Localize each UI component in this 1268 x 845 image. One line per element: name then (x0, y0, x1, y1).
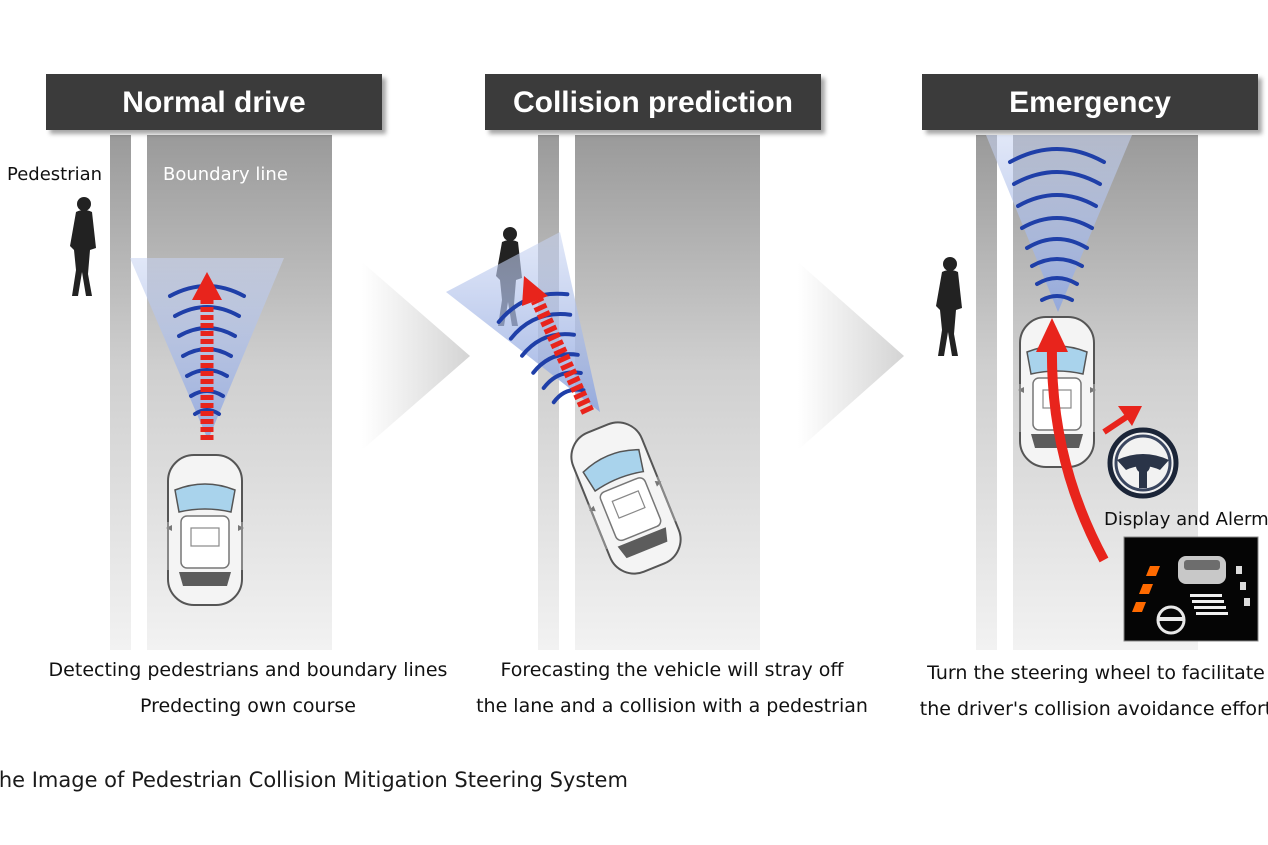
boundary-line (131, 135, 147, 650)
description-line-2: the lane and a collision with a pedestri… (476, 695, 868, 717)
image-caption: The Image of Pedestrian Collision Mitiga… (0, 768, 1268, 800)
description-line-2: Predecting own course (140, 695, 356, 717)
next-step-chevron-icon (362, 262, 470, 450)
next-step-chevron-icon (798, 262, 904, 450)
title-bar (485, 74, 821, 130)
panel-collision-prediction: Collision prediction Forecasting the veh… (446, 74, 868, 717)
panel-emergency: Emergency (920, 74, 1268, 720)
pedestrian-label: Pedestrian (7, 164, 102, 185)
pedestrian-icon (936, 257, 962, 356)
description-line-1: Forecasting the vehicle will stray off (501, 659, 845, 681)
swerve-arrow-icon (1036, 318, 1109, 563)
boundary-line-label: Boundary line (163, 164, 288, 185)
course-arrow-icon (522, 276, 594, 415)
course-arrow-icon (192, 272, 222, 440)
display-alarm-label: Display and Alerm (1104, 509, 1268, 530)
pedestrian-icon (70, 197, 96, 296)
title-bar (922, 74, 1258, 130)
assist-arrow-icon (1102, 406, 1142, 435)
description-line-1: Detecting pedestrians and boundary lines (49, 659, 448, 681)
boundary-line (997, 135, 1013, 650)
panel-title: Collision prediction (513, 86, 793, 119)
description-line-1: Turn the steering wheel to facilitate (926, 662, 1265, 684)
title-bar (46, 74, 382, 130)
sensor-wave-icon (1008, 147, 1106, 302)
panel-title: Emergency (1009, 86, 1171, 119)
panel-normal-drive: Normal drive Pedestrian Boundary line De… (7, 74, 447, 717)
description-line-2: the driver's collision avoidance effort (920, 698, 1268, 720)
car-icon (165, 454, 245, 606)
image-caption-text: The Image of Pedestrian Collision Mitiga… (0, 768, 628, 792)
steering-wheel-icon (1107, 427, 1179, 499)
alert-display-screen (1123, 536, 1259, 642)
panel-title: Normal drive (122, 86, 305, 119)
